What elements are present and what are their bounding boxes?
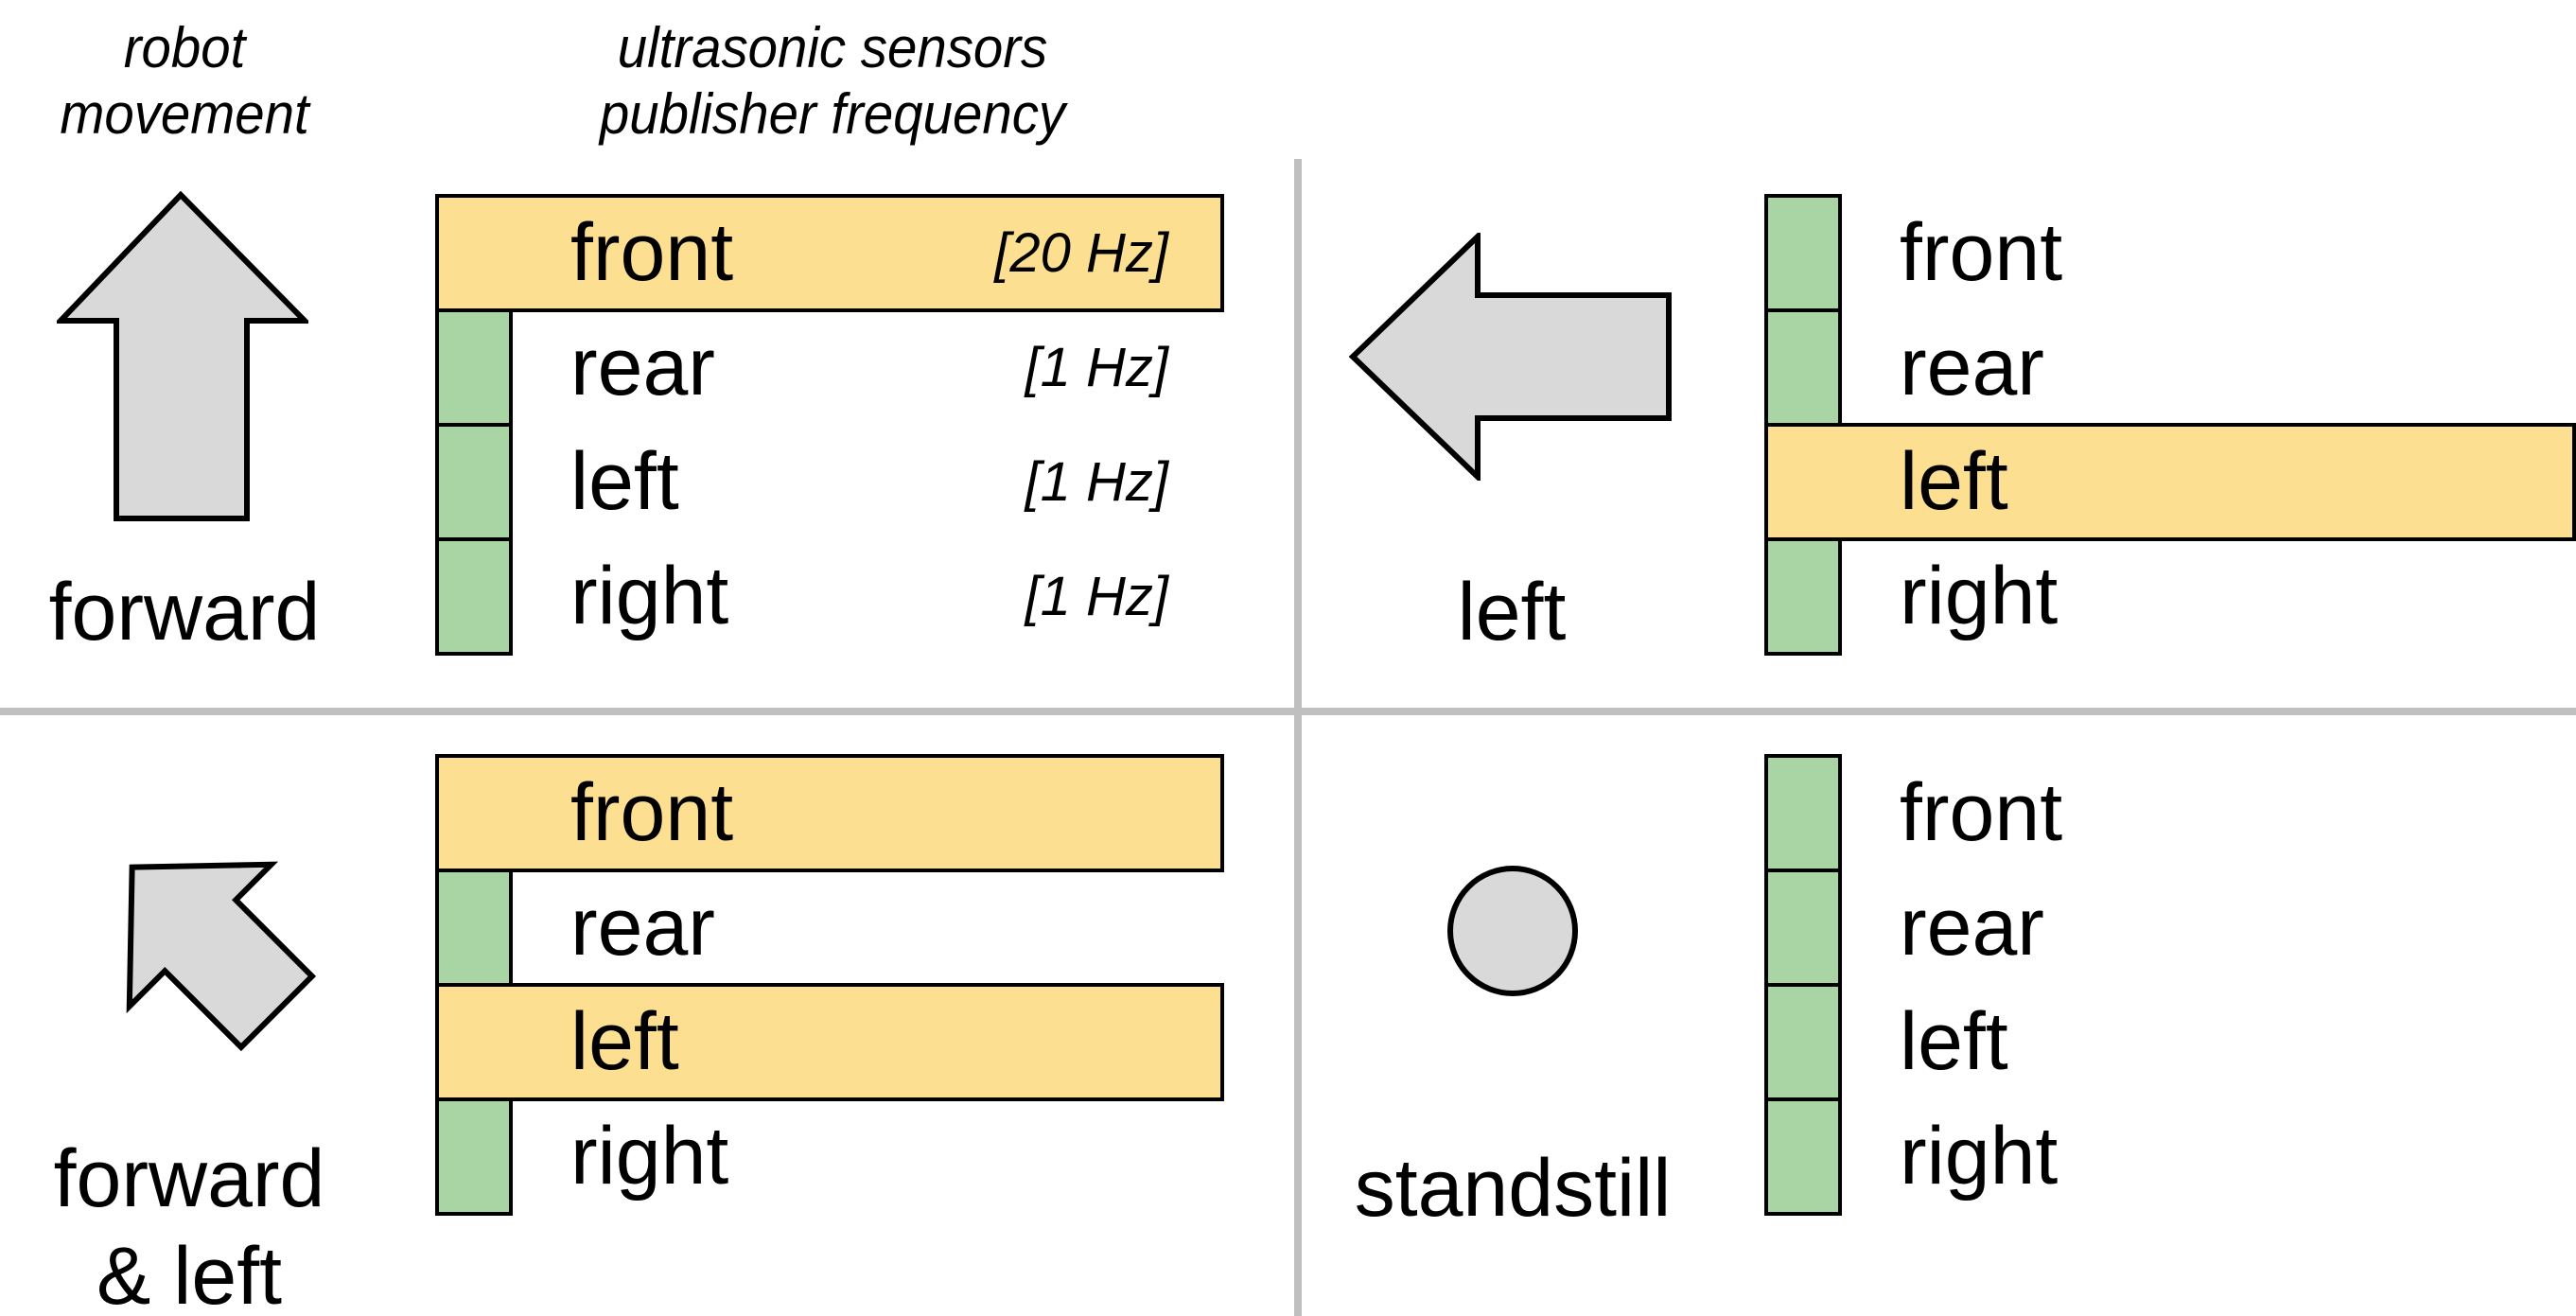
sensor-bar-left (435, 423, 513, 541)
header-line: robot (123, 16, 246, 79)
sensor-rows-forward: front [20 Hz] rear [1 Hz] left [1 Hz] ri… (435, 194, 1268, 656)
caption-line: & left (96, 1231, 282, 1316)
caption-line: standstill (1354, 1143, 1672, 1234)
sensor-label: left (570, 996, 679, 1087)
sensor-label: front (1900, 767, 2063, 858)
sensor-bar-left (1764, 983, 1842, 1101)
header-line: ultrasonic sensors (617, 16, 1048, 79)
sensor-rows-left: front rear left right (1764, 194, 2576, 656)
horizontal-divider (0, 708, 2576, 715)
sensor-row: left (1764, 423, 2576, 541)
sensor-row: right (1764, 537, 2576, 656)
movement-caption-standstill: standstill (1323, 1140, 1702, 1237)
sensor-label: right (570, 551, 729, 641)
header-line: publisher frequency (599, 82, 1066, 146)
sensor-bar-rear (1764, 869, 1842, 987)
sensor-rows-forward-left: front rear left right (435, 754, 1268, 1216)
sensor-label: left (570, 436, 679, 527)
sensor-row: right [1 Hz] (435, 537, 1268, 656)
sensor-rows-standstill: front rear left right (1764, 754, 2576, 1216)
sensor-bar-right (435, 1097, 513, 1216)
column-header-robot-movement: robot movement (11, 15, 359, 148)
sensor-bar-right (1764, 1097, 1842, 1216)
sensor-bar-front (1764, 754, 1842, 872)
sensor-bar-left (435, 983, 1224, 1101)
sensor-label: front (570, 207, 734, 298)
sensor-row: front [20 Hz] (435, 194, 1268, 312)
caption-line: forward (48, 567, 321, 658)
caption-line: left (1457, 567, 1567, 658)
forward-arrow-icon (57, 191, 308, 522)
frequency-label: [1 Hz] (1025, 566, 1169, 627)
sensor-label: left (1900, 436, 2008, 527)
sensor-row: front (1764, 754, 2576, 872)
frequency-label: [1 Hz] (1025, 337, 1169, 398)
sensor-label: rear (570, 882, 715, 973)
frequency-label: [20 Hz] (994, 222, 1168, 284)
movement-caption-left: left (1323, 564, 1701, 661)
sensor-bar-rear (1764, 308, 1842, 427)
header-line: movement (60, 82, 309, 146)
sensor-bar-right (1764, 537, 1842, 656)
frequency-label: [1 Hz] (1025, 451, 1169, 513)
sensor-label: left (1900, 996, 2008, 1087)
sensor-label: rear (1900, 882, 2044, 973)
sensor-bar-right (435, 537, 513, 656)
sensor-label: right (1900, 1111, 2059, 1202)
sensor-label: right (570, 1111, 729, 1202)
sensor-label: right (1900, 551, 2059, 641)
standstill-circle-icon (1445, 863, 1581, 999)
sensor-label: rear (570, 322, 715, 412)
sensor-row: rear (435, 869, 1268, 987)
sensor-label: front (1900, 207, 2063, 298)
sensor-row: right (435, 1097, 1268, 1216)
vertical-divider (1294, 159, 1302, 1316)
caption-line: forward (53, 1133, 325, 1224)
left-arrow-icon (1349, 233, 1673, 481)
forward-left-arrow-icon (58, 793, 351, 1086)
sensor-label: front (570, 767, 734, 858)
sensor-row: left (435, 983, 1268, 1101)
sensor-label: rear (1900, 322, 2044, 412)
sensor-bar-rear (435, 308, 513, 427)
movement-caption-forward: forward (0, 564, 369, 661)
sensor-row: rear [1 Hz] (435, 308, 1268, 427)
sensor-bar-left (1764, 423, 2576, 541)
sensor-bar-front (435, 754, 1224, 872)
column-header-ultrasonic-sensors: ultrasonic sensors publisher frequency (534, 15, 1130, 148)
sensor-row: left (1764, 983, 2576, 1101)
sensor-row: rear (1764, 869, 2576, 987)
movement-caption-forward-left: forward & left (0, 1131, 378, 1316)
sensor-row: front (435, 754, 1268, 872)
sensor-row: rear (1764, 308, 2576, 427)
sensor-row: left [1 Hz] (435, 423, 1268, 541)
sensor-bar-front (1764, 194, 1842, 312)
sensor-row: front (1764, 194, 2576, 312)
sensor-bar-front (435, 194, 1224, 312)
sensor-bar-rear (435, 869, 513, 987)
sensor-row: right (1764, 1097, 2576, 1216)
